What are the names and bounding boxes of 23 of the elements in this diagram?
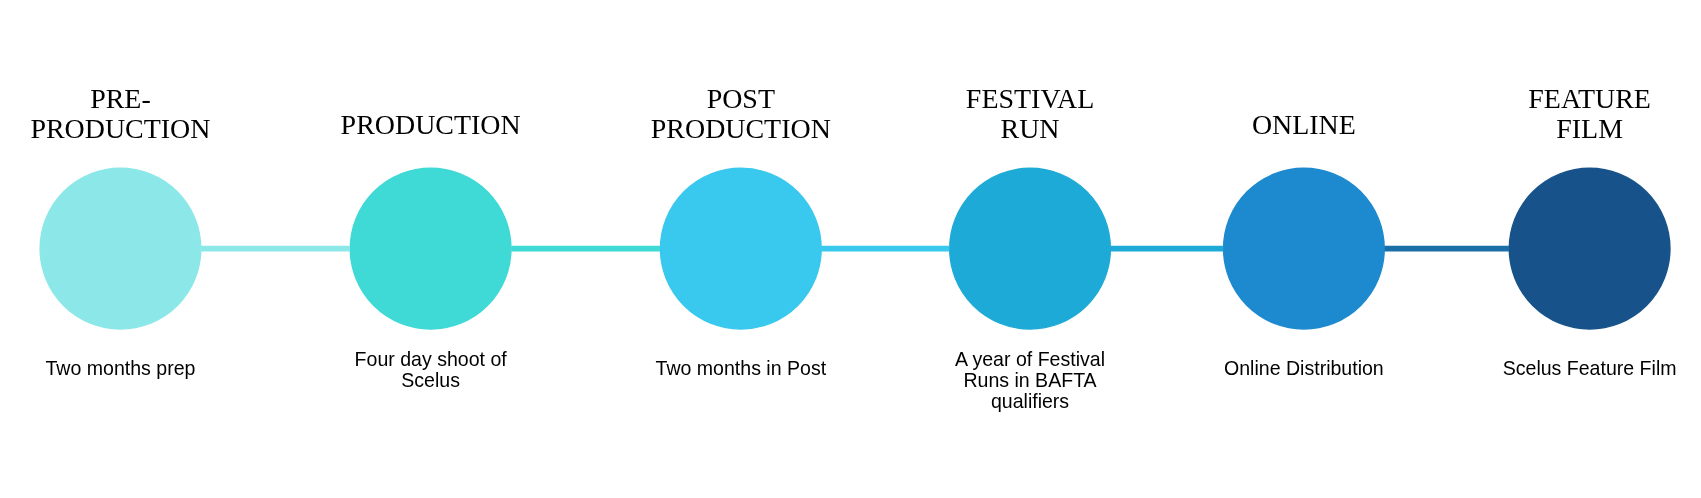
connector <box>201 245 350 252</box>
node-label: A year of Festival Runs in BAFTA qualifiers <box>955 347 1106 412</box>
node-circle <box>1222 167 1385 330</box>
node-circle <box>1508 167 1671 330</box>
node-label: Two months prep <box>45 357 196 380</box>
connector <box>821 245 950 252</box>
connector <box>1110 245 1224 252</box>
node-label: ONLINE <box>1251 109 1356 141</box>
node-label: Scelus Feature Film <box>1502 357 1677 380</box>
node-label: Online Distribution <box>1224 357 1384 380</box>
node-label: FESTIVAL RUN <box>965 82 1095 145</box>
node-label: FEATURE FILM <box>1528 82 1651 145</box>
node-label: PRE- PRODUCTION <box>30 82 211 145</box>
connector <box>1384 245 1510 252</box>
connector <box>511 245 660 252</box>
node-circle <box>949 167 1112 330</box>
node-circle <box>39 167 202 330</box>
node-circle <box>659 167 822 330</box>
node-label: Two months in Post <box>655 357 827 380</box>
node-label: POST PRODUCTION <box>650 82 831 145</box>
node-circle <box>349 167 512 330</box>
node-label: PRODUCTION <box>340 109 521 141</box>
node-label: Four day shoot of Scelus <box>354 348 507 392</box>
